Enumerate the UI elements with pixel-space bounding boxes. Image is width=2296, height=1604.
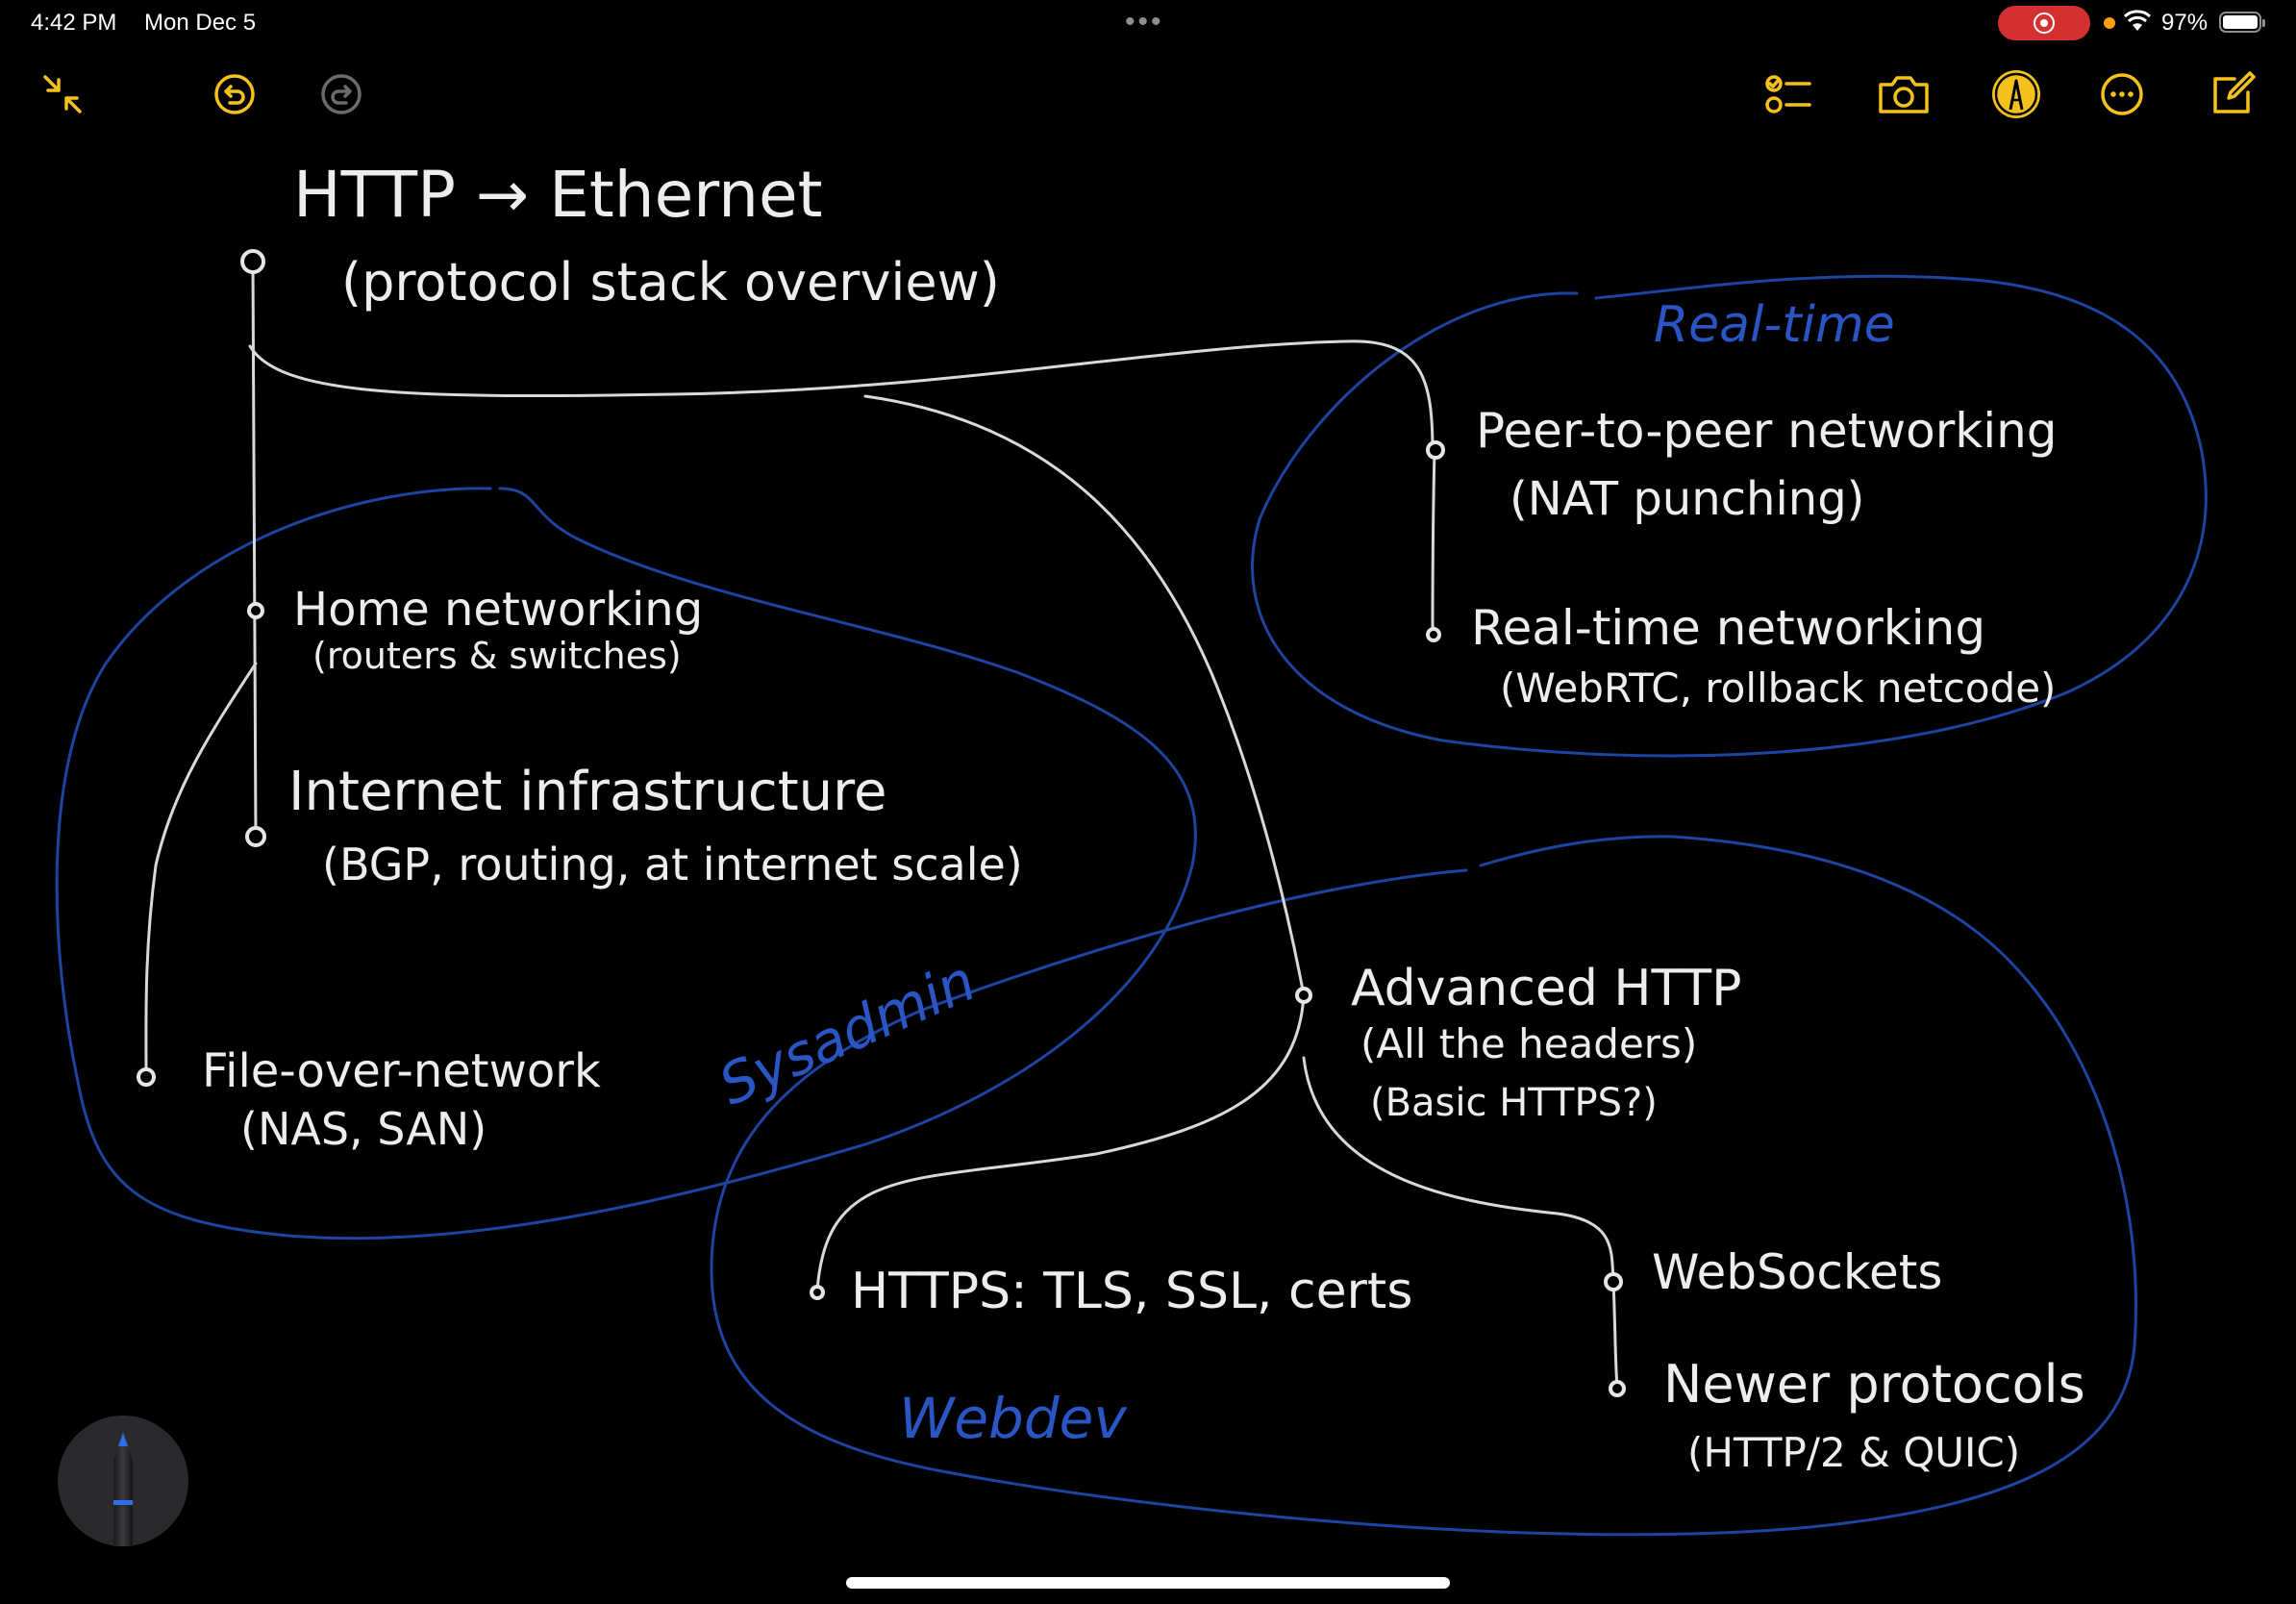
status-bar: 4:42 PM Mon Dec 5 ••• 97%	[0, 0, 2296, 46]
internet-infra-label: Internet infrastructure	[288, 761, 886, 823]
p2p-realtime-line	[1431, 448, 1436, 637]
markup-pen-icon	[1992, 70, 2040, 118]
websockets-label: WebSockets	[1652, 1244, 1942, 1300]
more-button[interactable]	[2091, 63, 2153, 125]
internet-infra-sub: (BGP, routing, at internet scale)	[322, 839, 1023, 890]
advanced-http-branch-line	[863, 394, 1306, 997]
websockets-node-dot	[1604, 1272, 1623, 1291]
file-over-network-sub: (NAS, SAN)	[240, 1103, 487, 1155]
infra-node-dot	[245, 826, 266, 847]
file-branch-line	[144, 662, 258, 1077]
p2p-sub: (NAT punching)	[1510, 472, 1864, 526]
https-node-dot	[810, 1285, 825, 1300]
multitasking-dots[interactable]: •••	[1125, 6, 1164, 38]
p2p-branch-line	[248, 339, 1435, 454]
newer-protocols-label: Newer protocols	[1663, 1354, 2085, 1415]
websockets-branch-line	[1302, 1056, 1615, 1283]
https-label: HTTPS: TLS, SSL, certs	[851, 1263, 1412, 1320]
realtime-group-label: Real-time	[1654, 296, 1895, 354]
advanced-http-sub1: (All the headers)	[1360, 1020, 1697, 1067]
realtime-sub: (WebRTC, rollback netcode)	[1500, 664, 2056, 712]
screen-recording-indicator[interactable]	[1998, 6, 2090, 40]
pencil-icon	[113, 1433, 133, 1546]
home-indicator[interactable]	[846, 1577, 1450, 1589]
newer-node-dot	[1609, 1380, 1626, 1397]
status-time: 4:42 PM	[31, 10, 117, 36]
home-networking-sub: (routers & switches)	[312, 635, 682, 677]
more-icon	[2101, 73, 2143, 115]
realtime-label: Real-time networking	[1471, 600, 1985, 656]
camera-button[interactable]	[1873, 63, 1934, 125]
home-node-dot	[247, 602, 264, 619]
sysadmin-group-label: Sysadmin	[710, 948, 985, 1118]
advanced-http-sub2: (Basic HTTPS?)	[1370, 1081, 1658, 1125]
compose-icon	[2213, 71, 2256, 113]
battery-level-fill	[2223, 15, 2258, 29]
redo-button[interactable]	[311, 63, 372, 125]
realtime-group-outline	[1251, 274, 2208, 758]
advanced-http-node-dot	[1295, 987, 1312, 1004]
undo-button[interactable]	[204, 63, 265, 125]
checklist-icon	[1765, 75, 1811, 113]
status-date: Mon Dec 5	[144, 10, 257, 36]
newer-protocols-sub: (HTTP/2 & QUIC)	[1687, 1429, 2020, 1476]
webdev-group-outline	[710, 835, 2137, 1537]
compose-button[interactable]	[2202, 63, 2263, 125]
checklist-button[interactable]	[1758, 63, 1819, 125]
battery-percent: 97%	[2161, 10, 2209, 36]
webdev-group-label: Webdev	[899, 1386, 1128, 1451]
file-over-network-label: File-over-network	[202, 1044, 601, 1098]
p2p-node-dot	[1426, 440, 1445, 460]
collapse-icon	[43, 75, 82, 113]
title-line-1: HTTP → Ethernet	[293, 158, 822, 232]
sysadmin-group-outline	[55, 487, 1197, 1241]
p2p-label: Peer-to-peer networking	[1476, 403, 2058, 459]
advanced-http-label: Advanced HTTP	[1351, 960, 1741, 1017]
redo-icon	[321, 74, 362, 114]
title-line-2: (protocol stack overview)	[341, 252, 1000, 313]
record-icon	[2034, 13, 2055, 34]
collapse-button[interactable]	[32, 63, 93, 125]
undo-icon	[214, 74, 255, 114]
markup-button[interactable]	[1985, 63, 2047, 125]
battery-icon	[2219, 12, 2265, 33]
pencil-tool-button[interactable]	[58, 1416, 188, 1546]
camera-icon	[1879, 76, 1929, 113]
home-networking-label: Home networking	[293, 583, 703, 637]
root-node-dot	[240, 249, 265, 274]
wifi-icon	[2123, 10, 2152, 31]
microphone-indicator-dot	[2104, 17, 2115, 29]
https-branch-line	[815, 993, 1306, 1292]
file-node-dot	[137, 1067, 156, 1087]
newer-branch-line	[1611, 1279, 1619, 1389]
trunk-line	[251, 260, 258, 839]
realtime-node-dot	[1426, 627, 1441, 642]
